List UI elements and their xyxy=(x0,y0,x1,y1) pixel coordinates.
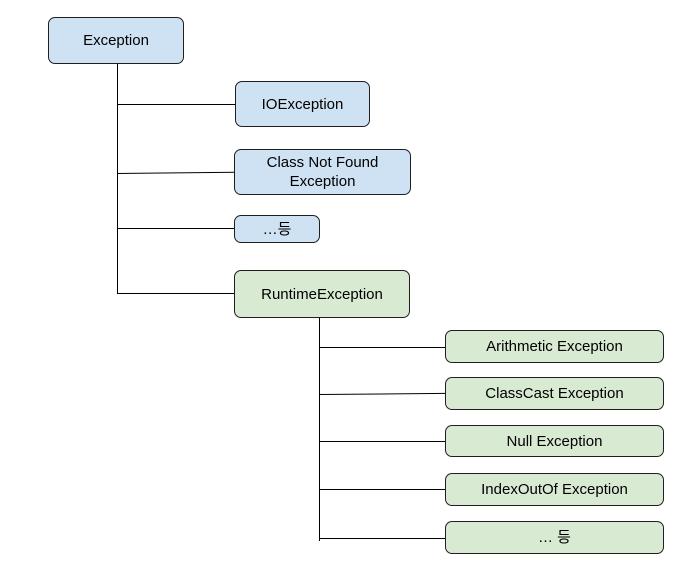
ioexception-node: IOException xyxy=(235,81,370,127)
indexoutof-exception-node: IndexOutOf Exception xyxy=(445,473,664,506)
connector-classcast xyxy=(318,392,446,395)
connector-null xyxy=(319,441,446,442)
connector-ioexception xyxy=(117,104,236,105)
connector-indexoutof xyxy=(319,489,446,490)
connector-class-not-found xyxy=(116,171,236,174)
checked-etc-node: …등 xyxy=(234,215,320,243)
arithmetic-exception-node: Arithmetic Exception xyxy=(445,330,664,363)
classcast-exception-node: ClassCast Exception xyxy=(445,377,664,410)
runtime-exception-node: RuntimeException xyxy=(234,270,410,318)
exception-trunk-line xyxy=(117,64,118,294)
class-not-found-exception-node: Class Not Found Exception xyxy=(234,149,411,195)
exception-node: Exception xyxy=(48,17,184,64)
runtime-trunk-line xyxy=(319,318,320,541)
connector-checked-etc xyxy=(117,228,236,229)
null-exception-node: Null Exception xyxy=(445,425,664,457)
connector-arithmetic xyxy=(319,347,446,348)
connector-runtime xyxy=(117,293,236,294)
runtime-etc-node: … 등 xyxy=(445,521,664,554)
connector-runtime-etc xyxy=(319,538,446,539)
